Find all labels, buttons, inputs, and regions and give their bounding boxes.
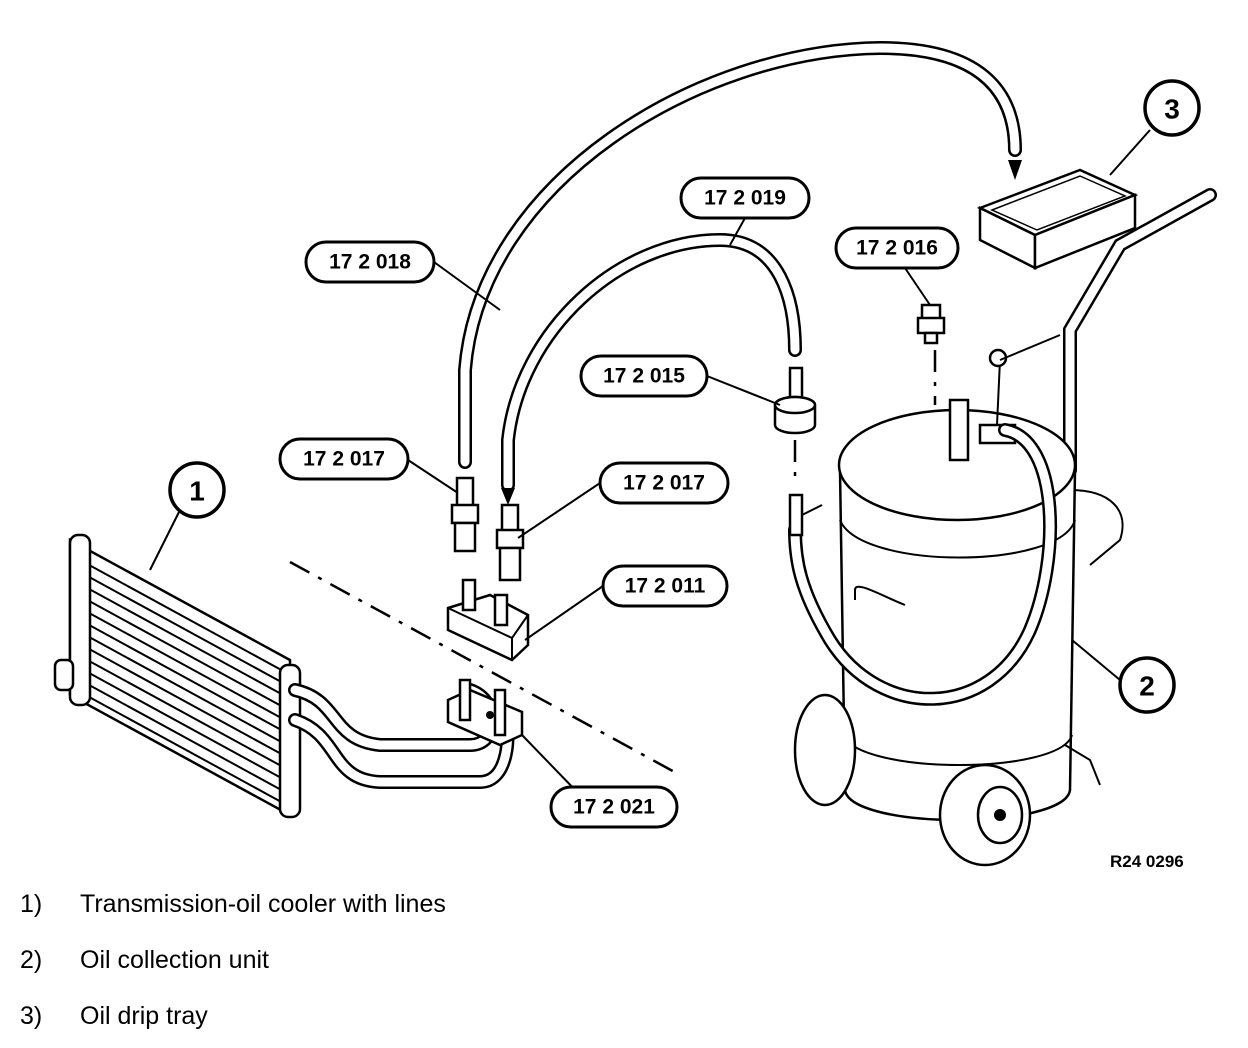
adapter-17-2-021 — [446, 678, 524, 747]
part-label-17-2-016: 17 2 016 — [834, 226, 960, 270]
legend-number: 3) — [20, 1002, 43, 1030]
oil-drip-tray — [976, 168, 1139, 271]
svg-text:17 2 019: 17 2 019 — [704, 187, 786, 210]
fitting-17-2-017-right — [495, 503, 525, 582]
svg-text:17 2 017: 17 2 017 — [623, 472, 705, 495]
transmission-oil-cooler — [53, 533, 515, 819]
svg-text:17 2 015: 17 2 015 — [603, 365, 685, 388]
svg-text:2: 2 — [1139, 671, 1155, 702]
fitting-17-2-017-left — [450, 476, 480, 553]
coupling-17-2-015 — [773, 366, 817, 435]
figure-reference-code: R24 0296 — [1110, 852, 1184, 871]
part-label-17-2-011: 17 2 011 — [601, 564, 729, 608]
part-label-17-2-021: 17 2 021 — [549, 785, 679, 829]
leader-lines — [149, 129, 1151, 796]
part-label-17-2-015: 17 2 015 — [579, 354, 709, 398]
callout-3: 3 — [1143, 79, 1201, 137]
legend-text: Oil collection unit — [80, 946, 269, 974]
hose-17-2-018 — [458, 40, 1022, 469]
callout-2: 2 — [1118, 656, 1176, 714]
svg-text:1: 1 — [189, 476, 205, 507]
svg-text:17 2 018: 17 2 018 — [329, 251, 411, 274]
svg-text:17 2 016: 17 2 016 — [856, 237, 938, 260]
callout-1: 1 — [168, 461, 226, 519]
part-label-17-2-017-left: 17 2 017 — [278, 437, 410, 481]
adapter-17-2-011 — [446, 578, 530, 662]
svg-text:17 2 017: 17 2 017 — [303, 448, 385, 471]
legend-number: 2) — [20, 946, 43, 974]
hose-17-2-019 — [501, 232, 802, 505]
part-label-17-2-018: 17 2 018 — [304, 240, 436, 284]
part-label-17-2-019: 17 2 019 — [679, 176, 811, 220]
fitting-17-2-016 — [916, 303, 946, 345]
svg-text:17 2 021: 17 2 021 — [573, 796, 655, 819]
svg-text:17 2 011: 17 2 011 — [625, 575, 706, 598]
legend-number: 1) — [20, 890, 43, 918]
part-label-17-2-017-right: 17 2 017 — [598, 461, 730, 505]
legend-text: Transmission-oil cooler with lines — [80, 890, 446, 918]
svg-text:3: 3 — [1164, 94, 1180, 125]
service-diagram: 17 2 018 17 2 019 17 2 016 17 2 015 17 2… — [53, 40, 1217, 871]
oil-collection-unit — [788, 188, 1217, 867]
legend-text: Oil drip tray — [80, 1002, 208, 1030]
